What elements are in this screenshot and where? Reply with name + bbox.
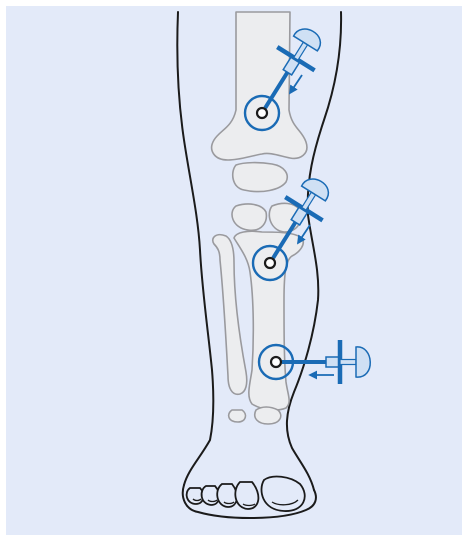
ankle-bone-right xyxy=(255,407,281,424)
patella-bone xyxy=(233,163,288,192)
ankle-bone-left xyxy=(229,410,246,422)
injection-point-marker xyxy=(265,258,275,268)
toe-5-big xyxy=(261,477,304,512)
injection-point-marker xyxy=(271,357,281,367)
injection-point-marker xyxy=(257,108,267,118)
leg-diagram xyxy=(6,6,462,535)
tibia-head-left xyxy=(232,204,266,230)
